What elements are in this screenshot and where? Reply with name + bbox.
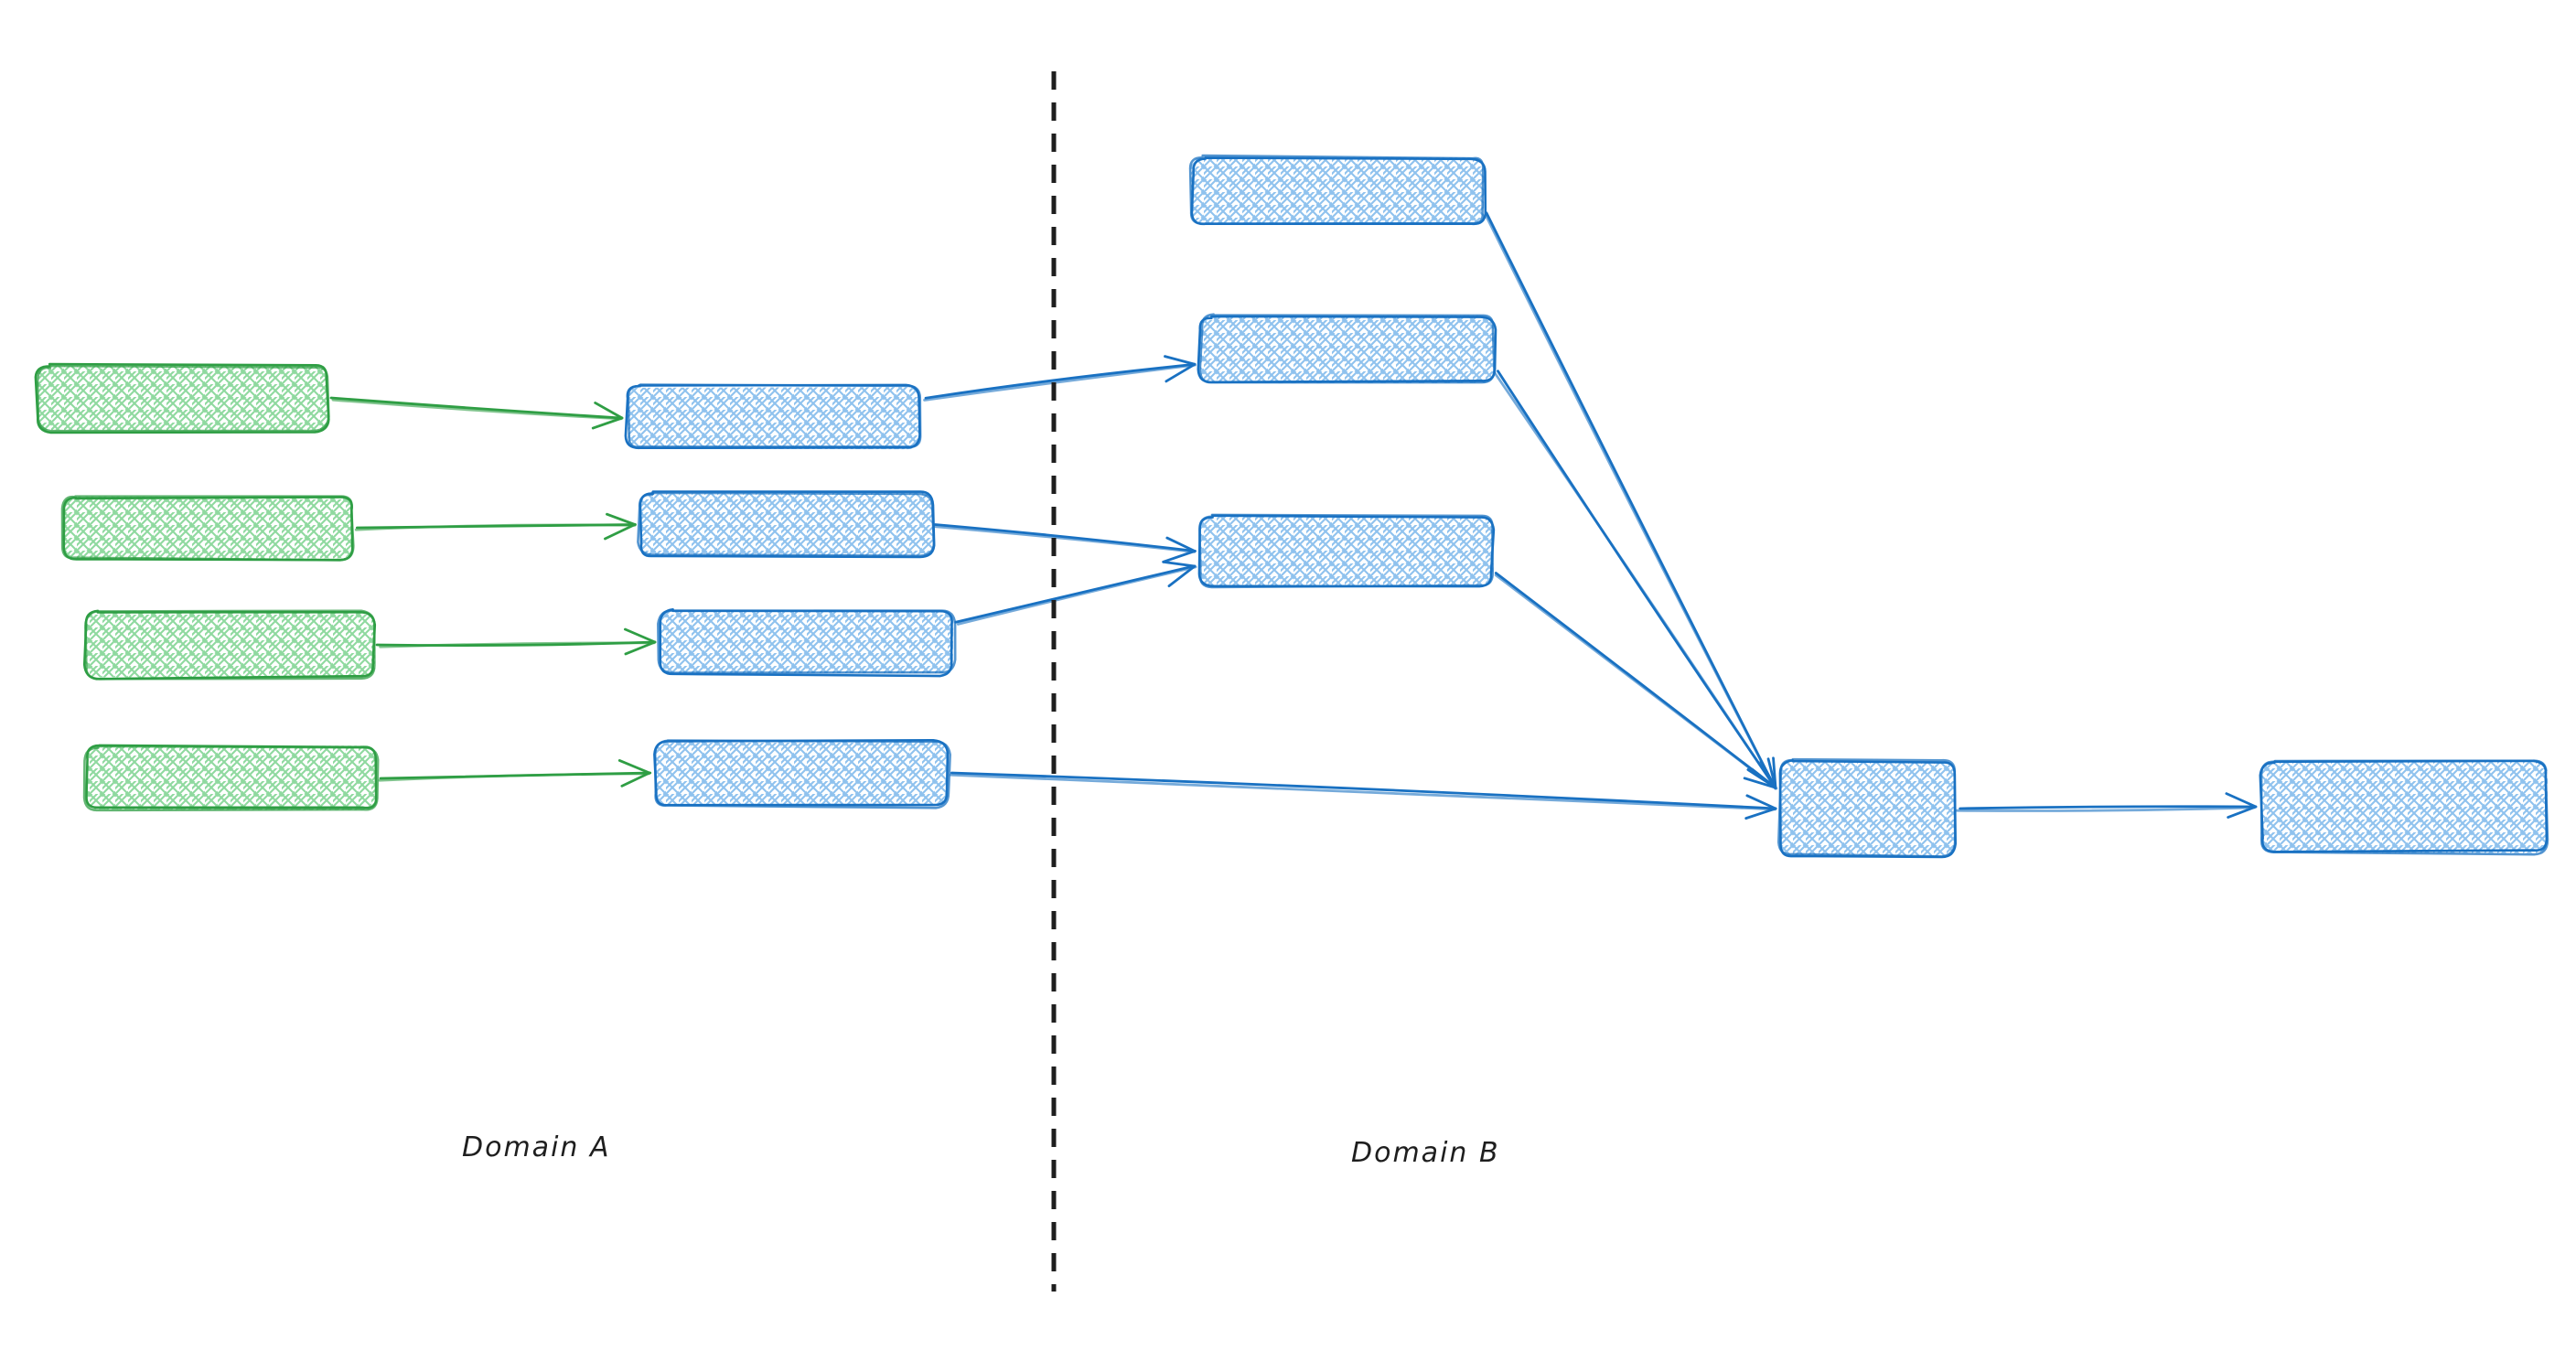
node-g2[interactable] (60, 495, 355, 562)
edge-arrowhead (620, 771, 651, 788)
edge-line (1484, 213, 1777, 790)
node-b1[interactable] (624, 383, 922, 450)
edge-arrowhead (2227, 805, 2258, 819)
edge-arrowhead (2225, 792, 2258, 809)
edge-line (924, 362, 1197, 400)
edge-arrowhead (1759, 760, 1777, 789)
node-fill (1780, 760, 1955, 856)
edge-g4-b4 (378, 759, 652, 788)
edge-line (378, 772, 650, 782)
node-fill (83, 612, 376, 678)
node-b4[interactable] (653, 738, 951, 809)
edge-arrowhead (1167, 564, 1197, 588)
node-g3[interactable] (82, 609, 377, 681)
edge-d1-e1 (1955, 792, 2258, 819)
node-outline (1198, 513, 1494, 589)
edge-arrowhead (623, 627, 657, 644)
node-outline (1777, 757, 1957, 858)
edge-arrowhead (1162, 550, 1197, 563)
edge-g1-b1 (329, 396, 624, 430)
node-outline (2259, 759, 2549, 856)
node-fill (1190, 156, 1485, 225)
edge-line (1955, 806, 2256, 812)
edge-line (956, 565, 1197, 626)
edge-c1-d1 (1484, 211, 1777, 790)
edge-b1-c2 (923, 355, 1197, 402)
node-outline (659, 607, 953, 678)
edge-line (923, 363, 1197, 402)
node-fill (1199, 315, 1494, 384)
edge-c3-d1 (1494, 572, 1778, 790)
edge-arrowhead (591, 416, 624, 430)
edge-arrowhead (1165, 536, 1197, 552)
edge-arrowhead (624, 640, 657, 656)
node-b3[interactable] (657, 607, 957, 678)
edge-g3-b3 (375, 627, 657, 656)
node-outline (1198, 313, 1496, 384)
node-outline (60, 495, 355, 562)
domain-b-label: Domain B (1351, 1137, 1500, 1169)
edge-arrowhead (1162, 560, 1197, 568)
node-b2[interactable] (637, 490, 936, 559)
node-outline (36, 364, 330, 433)
node-c3[interactable] (1197, 513, 1496, 589)
edge-line (379, 641, 656, 648)
node-fill (87, 745, 377, 810)
edge-c2-d1 (1493, 370, 1777, 790)
node-fill (2260, 760, 2549, 853)
node-fill (640, 492, 934, 557)
node-c1[interactable] (1188, 154, 1487, 226)
node-d1[interactable] (1777, 757, 1957, 859)
edge-line (1494, 573, 1778, 790)
edge-arrowhead (604, 523, 637, 541)
domain-a-label: Domain A (462, 1131, 611, 1163)
node-outline (1188, 154, 1485, 225)
node-e1[interactable] (2259, 759, 2549, 856)
edge-line (949, 773, 1776, 811)
edge-arrowhead (1766, 757, 1777, 789)
edge-arrowhead (594, 402, 624, 420)
edge-line (1959, 805, 2256, 810)
edge-b2-c3 (933, 523, 1197, 563)
node-outline (657, 609, 957, 674)
edge-b4-d1 (949, 771, 1777, 820)
edge-b3-c3 (954, 560, 1197, 626)
edges-layer (329, 211, 2258, 820)
edge-line (329, 396, 623, 420)
edge-arrowhead (606, 512, 637, 526)
edge-arrowhead (1164, 355, 1197, 366)
node-fill (660, 610, 954, 674)
edge-line (331, 398, 623, 421)
edge-arrowhead (1165, 362, 1197, 383)
edge-arrowhead (1744, 807, 1777, 820)
node-g1[interactable] (34, 362, 330, 434)
node-fill (654, 740, 949, 806)
edge-arrowhead (1745, 794, 1777, 810)
node-fill (1199, 516, 1494, 585)
edge-arrowhead (1743, 777, 1777, 789)
node-fill (37, 366, 328, 431)
node-c2[interactable] (1197, 313, 1497, 384)
node-g4[interactable] (82, 744, 380, 812)
node-outline (627, 383, 922, 449)
edge-line (1493, 371, 1777, 790)
node-outline (84, 609, 376, 681)
node-outline (653, 739, 951, 809)
node-fill (628, 387, 921, 450)
node-outline (637, 491, 936, 557)
nodes-layer (34, 154, 2549, 859)
edge-line (950, 771, 1777, 810)
node-outline (82, 745, 380, 812)
node-fill (62, 496, 353, 559)
edge-arrowhead (617, 759, 651, 775)
edge-line (354, 523, 637, 531)
edge-g2-b2 (354, 512, 637, 541)
edge-line (933, 525, 1197, 553)
